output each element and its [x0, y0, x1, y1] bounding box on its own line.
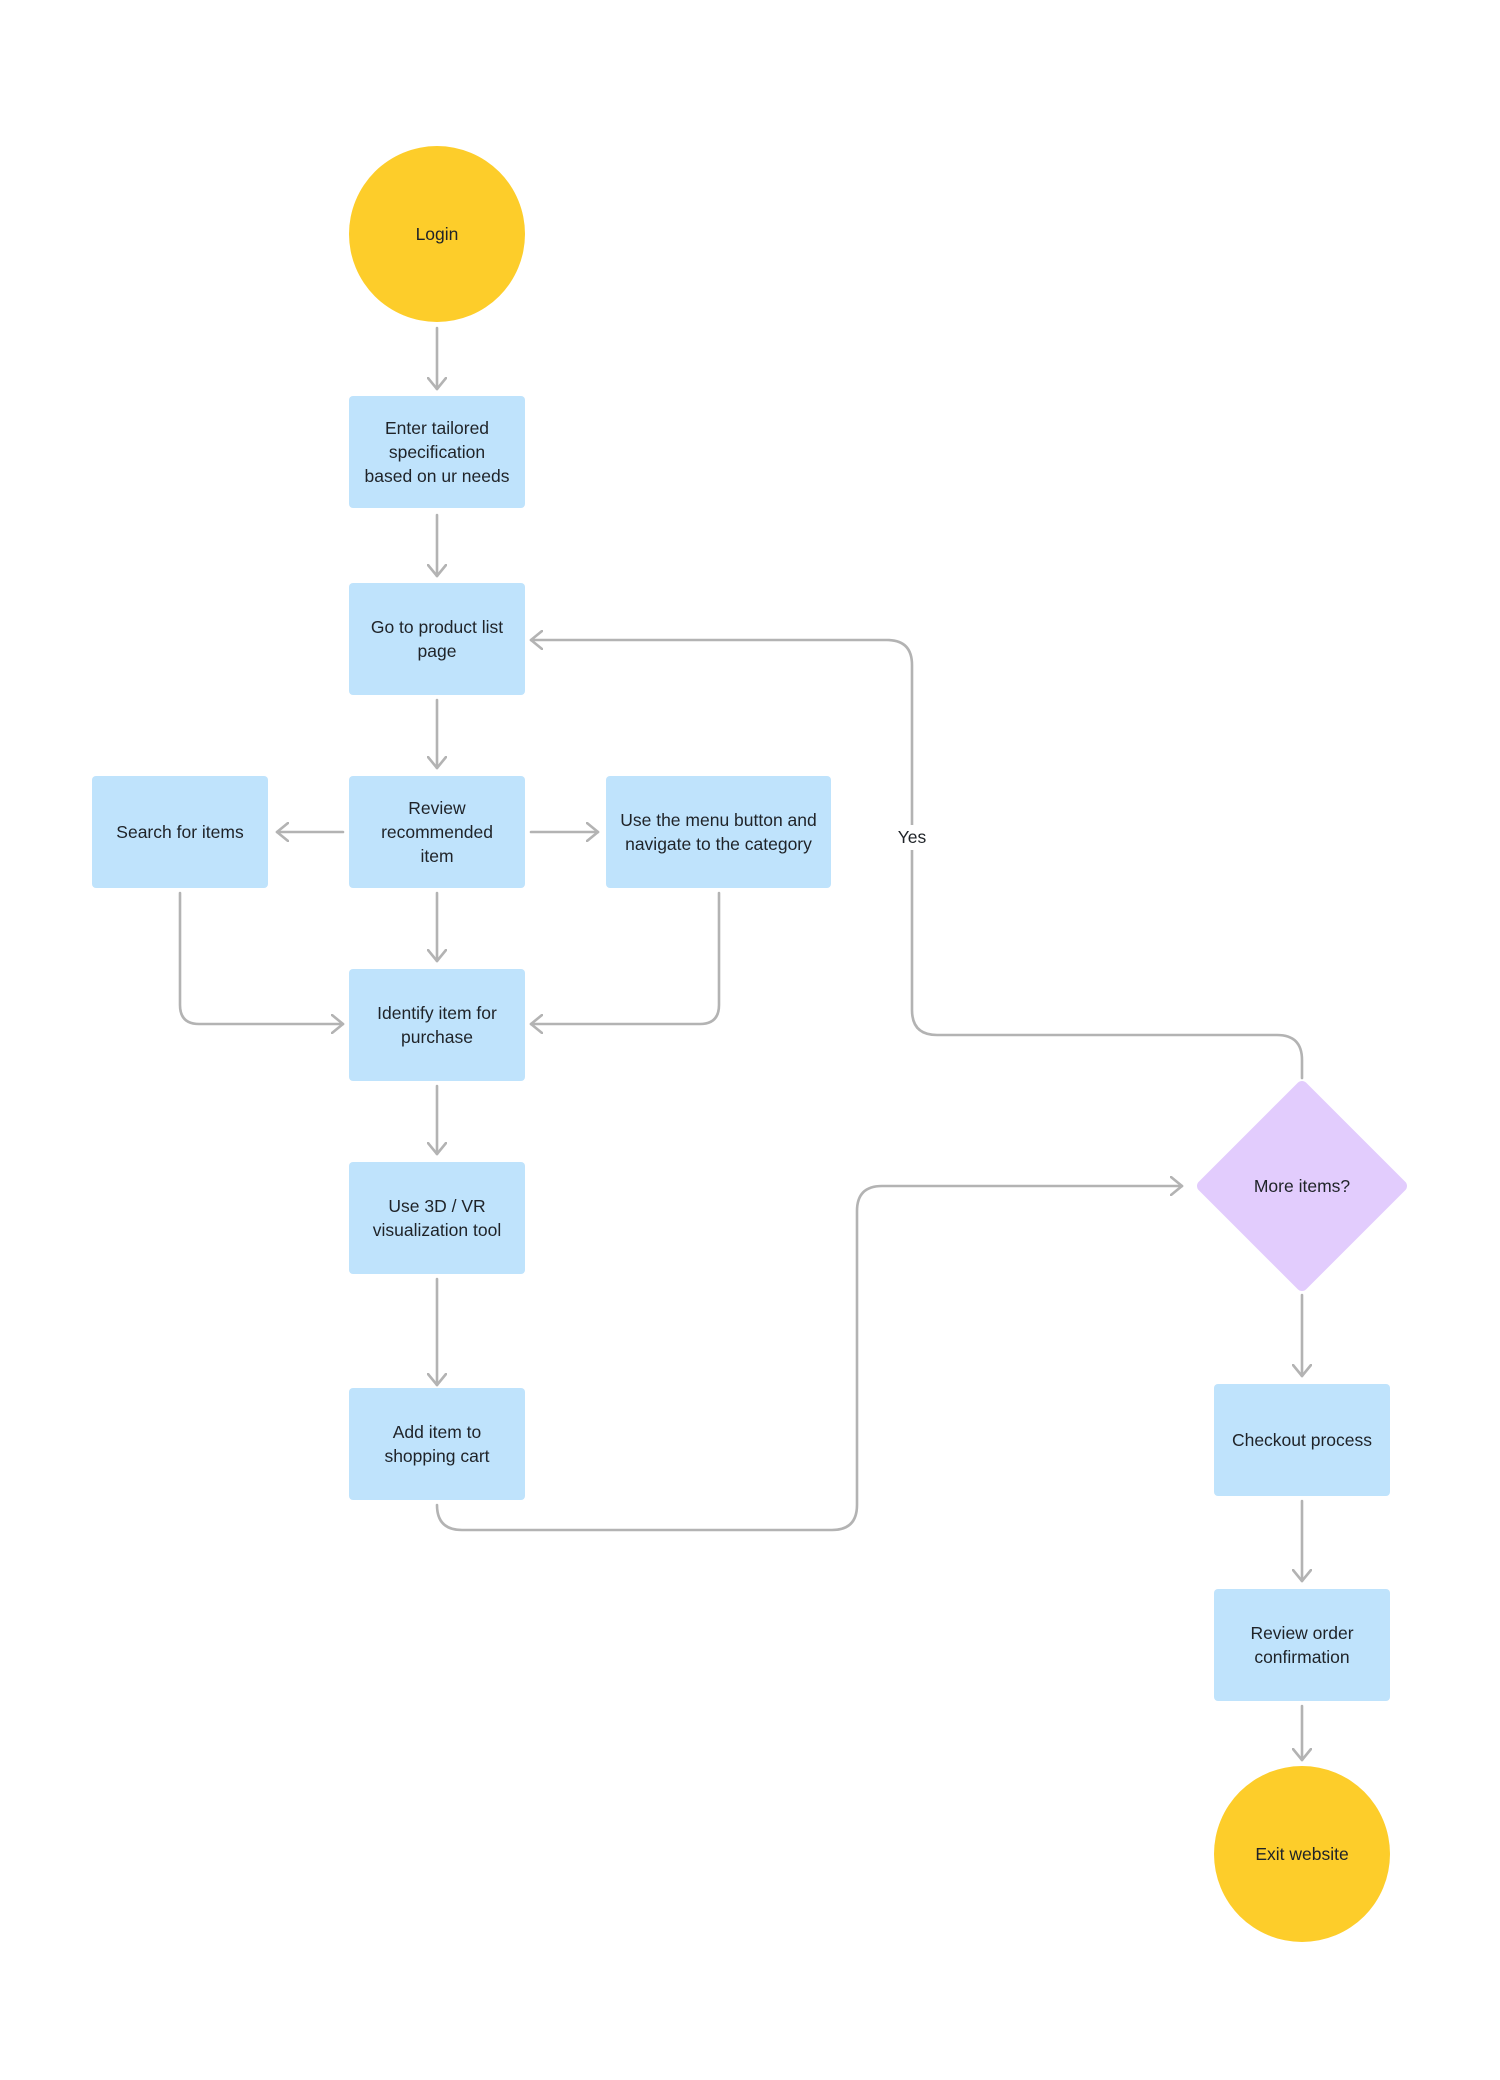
exit-website-label: Exit website — [1255, 1843, 1349, 1864]
exit-website-end-node: Exit website — [1214, 1766, 1390, 1942]
visualization-tool-label: Use 3D / VR visualization tool — [372, 1195, 502, 1240]
visualization-tool-step: Use 3D / VR visualization tool — [349, 1162, 525, 1274]
more-items-label: More items? — [1253, 1175, 1351, 1196]
enter-specification-step: Enter tailored specification based on ur… — [349, 396, 525, 508]
review-recommended-label: Review recommended item — [381, 797, 493, 867]
search-items-step: Search for items — [92, 776, 268, 888]
arrow-cart-to-decision — [435, 1186, 1184, 1532]
arrow-menu-to-identify — [529, 891, 721, 1024]
review-confirmation-step: Review order confirmation — [1214, 1589, 1390, 1701]
review-recommended-step: Review recommended item — [349, 776, 525, 888]
product-list-label: Go to product list page — [370, 616, 504, 661]
yes-edge-label: Yes — [887, 825, 937, 850]
add-to-cart-step: Add item to shopping cart — [349, 1388, 525, 1500]
menu-navigate-label: Use the menu button and navigate to the … — [620, 809, 817, 854]
review-confirmation-label: Review order confirmation — [1250, 1622, 1354, 1667]
arrow-search-to-identify — [178, 891, 345, 1024]
checkout-step: Checkout process — [1214, 1384, 1390, 1496]
login-label: Login — [415, 223, 459, 244]
identify-item-label: Identify item for purchase — [377, 1002, 497, 1047]
product-list-step: Go to product list page — [349, 583, 525, 695]
checkout-label: Checkout process — [1231, 1429, 1373, 1450]
login-start-node: Login — [349, 146, 525, 322]
arrow-decision-yes-to-product-list — [529, 640, 1304, 1080]
add-to-cart-label: Add item to shopping cart — [384, 1421, 490, 1466]
search-items-label: Search for items — [116, 821, 244, 842]
identify-item-step: Identify item for purchase — [349, 969, 525, 1081]
enter-specification-label: Enter tailored specification based on ur… — [364, 417, 510, 487]
menu-navigate-step: Use the menu button and navigate to the … — [606, 776, 831, 888]
more-items-decision: More items? — [1187, 1146, 1417, 1226]
